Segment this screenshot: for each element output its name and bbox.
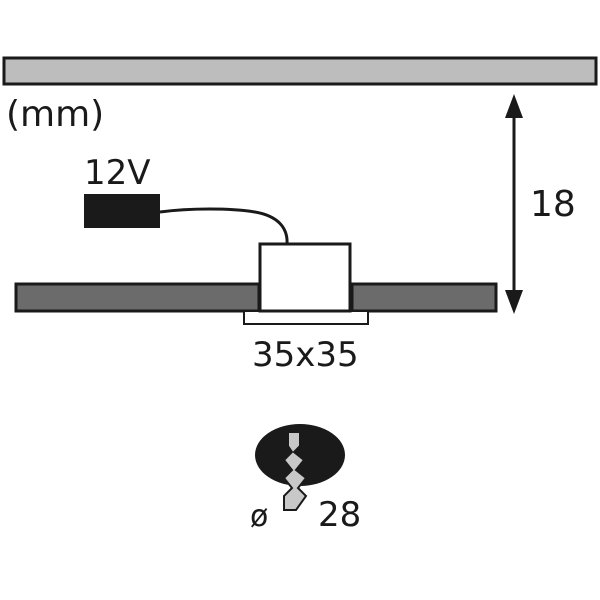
cutout-label: 35x35	[252, 335, 359, 375]
fixture-flange	[243, 310, 369, 325]
drill-bit-icon	[282, 431, 308, 511]
voltage-label: 12V	[84, 153, 151, 193]
height-label: 18	[530, 184, 576, 225]
diameter-value: 28	[318, 495, 361, 535]
ceiling-board	[2, 56, 598, 86]
diameter-symbol: ø	[250, 499, 268, 534]
drill-hole-icon	[255, 424, 345, 486]
ceiling-panel-left	[14, 282, 261, 313]
units-label: (mm)	[6, 94, 104, 135]
cable	[159, 207, 289, 245]
driver-box-icon	[84, 194, 160, 228]
fixture-body	[258, 242, 352, 313]
ceiling-panel-right	[350, 282, 498, 313]
double-arrow-icon	[505, 94, 523, 314]
